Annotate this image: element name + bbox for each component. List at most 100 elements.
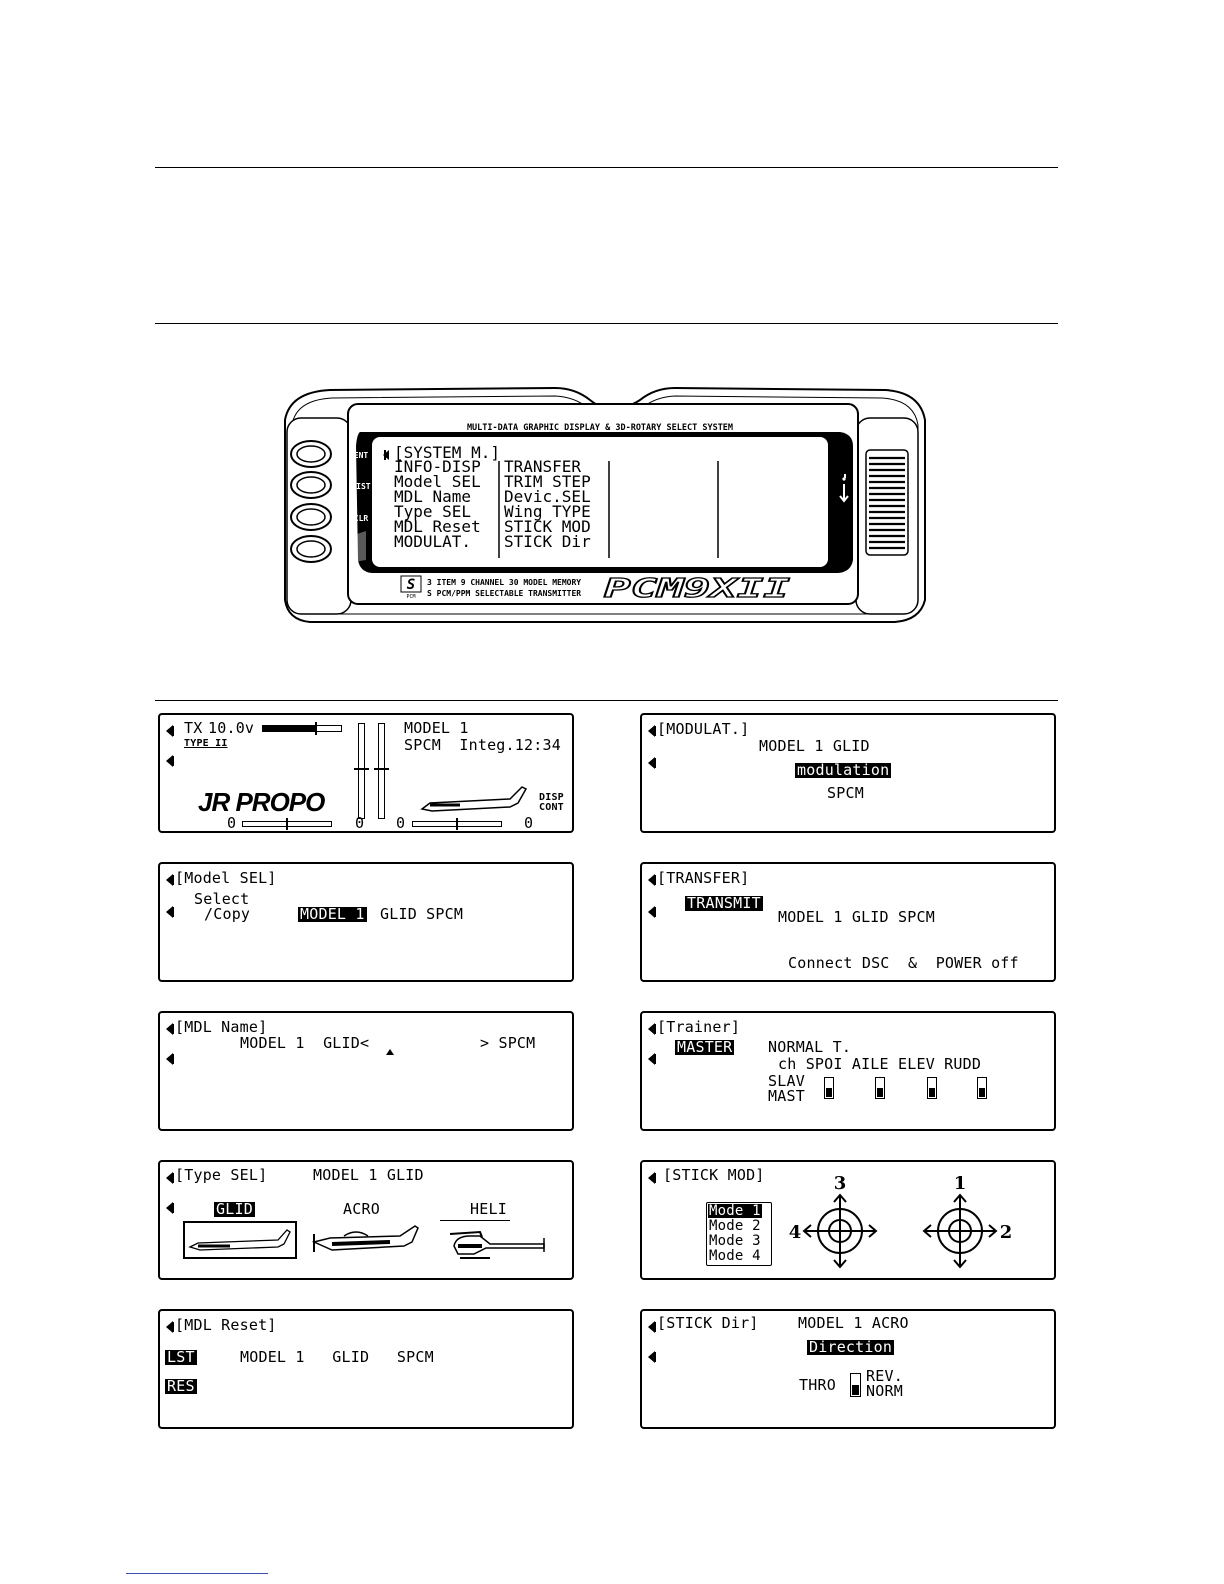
footer-line-1: 3 ITEM 9 CHANNEL 30 MODEL MEMORY (427, 578, 581, 587)
trim-right-value-b: 0 (524, 814, 534, 832)
top-banner: MULTI-DATA GRAPHIC DISPLAY & 3D-ROTARY S… (467, 423, 733, 433)
menu-item-stick-mod[interactable]: STICK MOD (504, 517, 591, 536)
screen-title: [MODULAT.] (657, 720, 750, 738)
switch-aile[interactable] (875, 1077, 885, 1099)
menu-item-stick-dir[interactable]: STICK Dir (504, 532, 591, 551)
cursor-icon (166, 1023, 174, 1035)
mode-4-option[interactable]: Mode 4 (709, 1248, 761, 1264)
cursor-icon (166, 1053, 174, 1065)
cursor-icon (166, 906, 174, 918)
channel-4-label: 4 (789, 1222, 802, 1243)
screen-title: [MDL Reset] (175, 1316, 277, 1334)
switch-rudd[interactable] (977, 1077, 987, 1099)
direction-label: Direction (807, 1338, 895, 1356)
menu-item-trim-step[interactable]: TRIM STEP (504, 472, 591, 491)
trim-bar-left (242, 818, 332, 830)
right-stick-crosshair-icon (922, 1193, 998, 1269)
model-info: GLID SPCM (380, 905, 464, 923)
mode-3-option[interactable]: Mode 3 (709, 1233, 761, 1249)
footnote-rule (126, 1573, 268, 1574)
menu-item-modulat[interactable]: MODULAT. (394, 532, 471, 551)
copy-label: /Copy (204, 905, 251, 923)
menu-item-transfer[interactable]: TRANSFER (504, 457, 581, 476)
menu-item-devic-sel[interactable]: Devic.SEL (504, 487, 591, 506)
thro-switch[interactable] (850, 1373, 861, 1397)
menu-column-2: TRANSFER TRIM STEP Devic.SEL Wing TYPE S… (504, 457, 591, 551)
screen-title: [TRANSFER] (657, 869, 750, 887)
list-label: LIST (351, 482, 370, 491)
thro-label: THRO (799, 1376, 836, 1394)
jog-wheel[interactable] (865, 449, 909, 556)
model-name: MODEL 1 (404, 719, 469, 737)
cursor-icon (648, 1321, 656, 1333)
helicopter-icon (449, 1230, 545, 1259)
glider-select-box[interactable] (183, 1221, 297, 1259)
fourth-button[interactable] (290, 535, 332, 563)
switch-spoi[interactable] (824, 1077, 834, 1099)
cursor-icon (648, 1023, 656, 1035)
cont-label[interactable]: CONT (539, 802, 564, 813)
screen-title: [Trainer] (657, 1018, 741, 1036)
res-button[interactable]: RES (165, 1377, 197, 1395)
type-glid[interactable]: GLID (214, 1200, 255, 1218)
modulation-label[interactable]: modulation (795, 761, 892, 779)
caret-icon[interactable] (386, 1049, 394, 1055)
type-heli[interactable]: HELI (470, 1200, 507, 1218)
menu-column-1: INFO-DISP Model SEL MDL Name Type SEL MD… (394, 457, 481, 551)
slav-label: SLAV (768, 1072, 805, 1090)
trim-bar-right (412, 818, 502, 830)
jr-propo-logo: JR PROPO (198, 787, 325, 817)
mode-2-option[interactable]: Mode 2 (709, 1218, 761, 1234)
model-info: MODEL 1 GLID SPCM (778, 908, 935, 926)
glider-icon (420, 786, 528, 812)
menu-item-mdl-name[interactable]: MDL Name (394, 487, 471, 506)
lst-button[interactable]: LST (165, 1348, 197, 1366)
screen-title: [SYSTEM M.] (394, 443, 500, 462)
cursor-icon (648, 1053, 656, 1065)
menu-item-mdl-reset[interactable]: MDL Reset (394, 517, 481, 536)
trim-right-value-a: 0 (396, 814, 406, 832)
selected-model[interactable]: MODEL 1 (298, 905, 367, 923)
type-acro[interactable]: ACRO (343, 1200, 380, 1218)
panel-trainer: [Trainer] MASTER NORMAL T. ch SPOI AILE … (640, 1011, 1056, 1131)
pcm9x-logo: PCM9XII (604, 574, 791, 604)
panel-model-sel: [Model SEL] Select /Copy MODEL 1 GLID SP… (158, 862, 574, 982)
divider-bottom (155, 700, 1058, 701)
menu-item-wing-type[interactable]: Wing TYPE (504, 502, 591, 521)
panel-info-display: TX 10.0v TYPE II MODEL 1 SPCM Integ.12:3… (158, 713, 574, 833)
panel-type-sel: [Type SEL] MODEL 1 GLID GLID ACRO HELI (158, 1160, 574, 1280)
cursor-icon (166, 725, 174, 737)
master-button[interactable]: MASTER (675, 1038, 735, 1056)
voltage-bar (262, 722, 342, 735)
channel-header: ch SPOI AILE ELEV RUDD (778, 1055, 982, 1073)
modulation-value[interactable]: SPCM (827, 784, 864, 802)
clr-label: CLR (354, 514, 369, 523)
clr-button[interactable] (290, 503, 332, 531)
trim-bar-vertical-left (354, 723, 369, 819)
select-label: Select (194, 890, 250, 908)
transmit-button[interactable]: TRANSMIT (685, 894, 763, 912)
footer-line-2: S PCM/PPM SELECTABLE TRANSMITTER (427, 589, 581, 598)
menu-item-type-sel[interactable]: Type SEL (394, 502, 471, 521)
ent-label: ENT (354, 451, 369, 460)
ent-button[interactable] (290, 440, 332, 468)
panel-transfer: [TRANSFER] TRANSMIT MODEL 1 GLID SPCM Co… (640, 862, 1056, 982)
norm-option[interactable]: NORM (866, 1382, 903, 1400)
menu-item-model-sel[interactable]: Model SEL (394, 472, 481, 491)
lcd-screen (372, 437, 828, 567)
disp-label[interactable]: DISP (539, 792, 564, 803)
switch-elev[interactable] (927, 1077, 937, 1099)
trim-bar-vertical-right (374, 723, 389, 819)
rev-option[interactable]: REV. (866, 1367, 903, 1385)
trainer-mode[interactable]: NORMAL T. (768, 1038, 852, 1056)
cursor-icon (648, 1351, 656, 1363)
cursor-icon (648, 906, 656, 918)
mode-1-option[interactable]: Mode 1 (708, 1203, 762, 1219)
panel-mdl-reset: [MDL Reset] LST MODEL 1 GLID SPCM RES (158, 1309, 574, 1429)
s-badge-sub: PCM (406, 594, 415, 600)
model-info: MODEL 1 GLID SPCM (240, 1348, 434, 1366)
channel-2-label: 2 (1000, 1222, 1013, 1243)
list-button[interactable] (290, 471, 332, 499)
menu-item-info-disp[interactable]: INFO-DISP (394, 457, 481, 476)
cursor-icon (648, 725, 656, 737)
